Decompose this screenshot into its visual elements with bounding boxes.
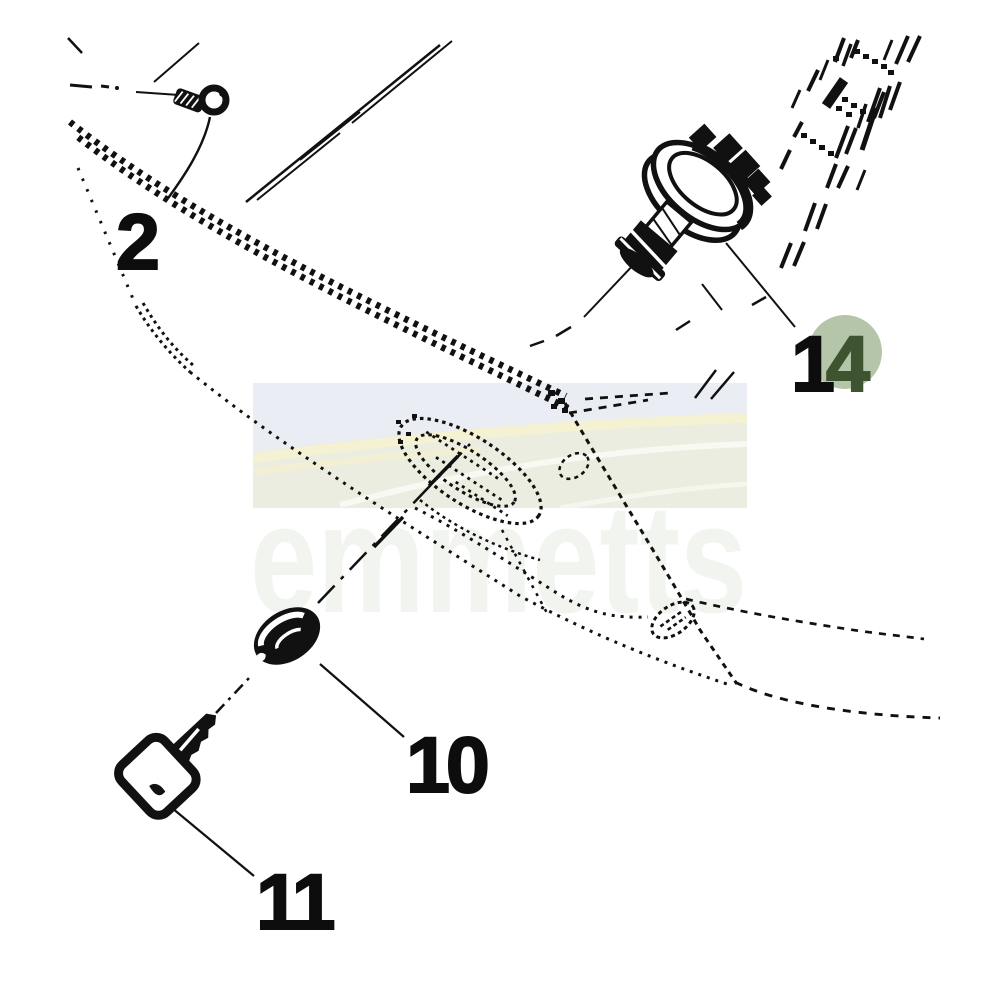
svg-text:emmetts: emmetts bbox=[250, 473, 747, 646]
svg-text:4: 4 bbox=[826, 319, 870, 408]
svg-text:2: 2 bbox=[116, 197, 160, 286]
svg-text:11: 11 bbox=[256, 857, 334, 946]
svg-text:1: 1 bbox=[791, 319, 835, 408]
svg-text:10: 10 bbox=[406, 720, 487, 809]
